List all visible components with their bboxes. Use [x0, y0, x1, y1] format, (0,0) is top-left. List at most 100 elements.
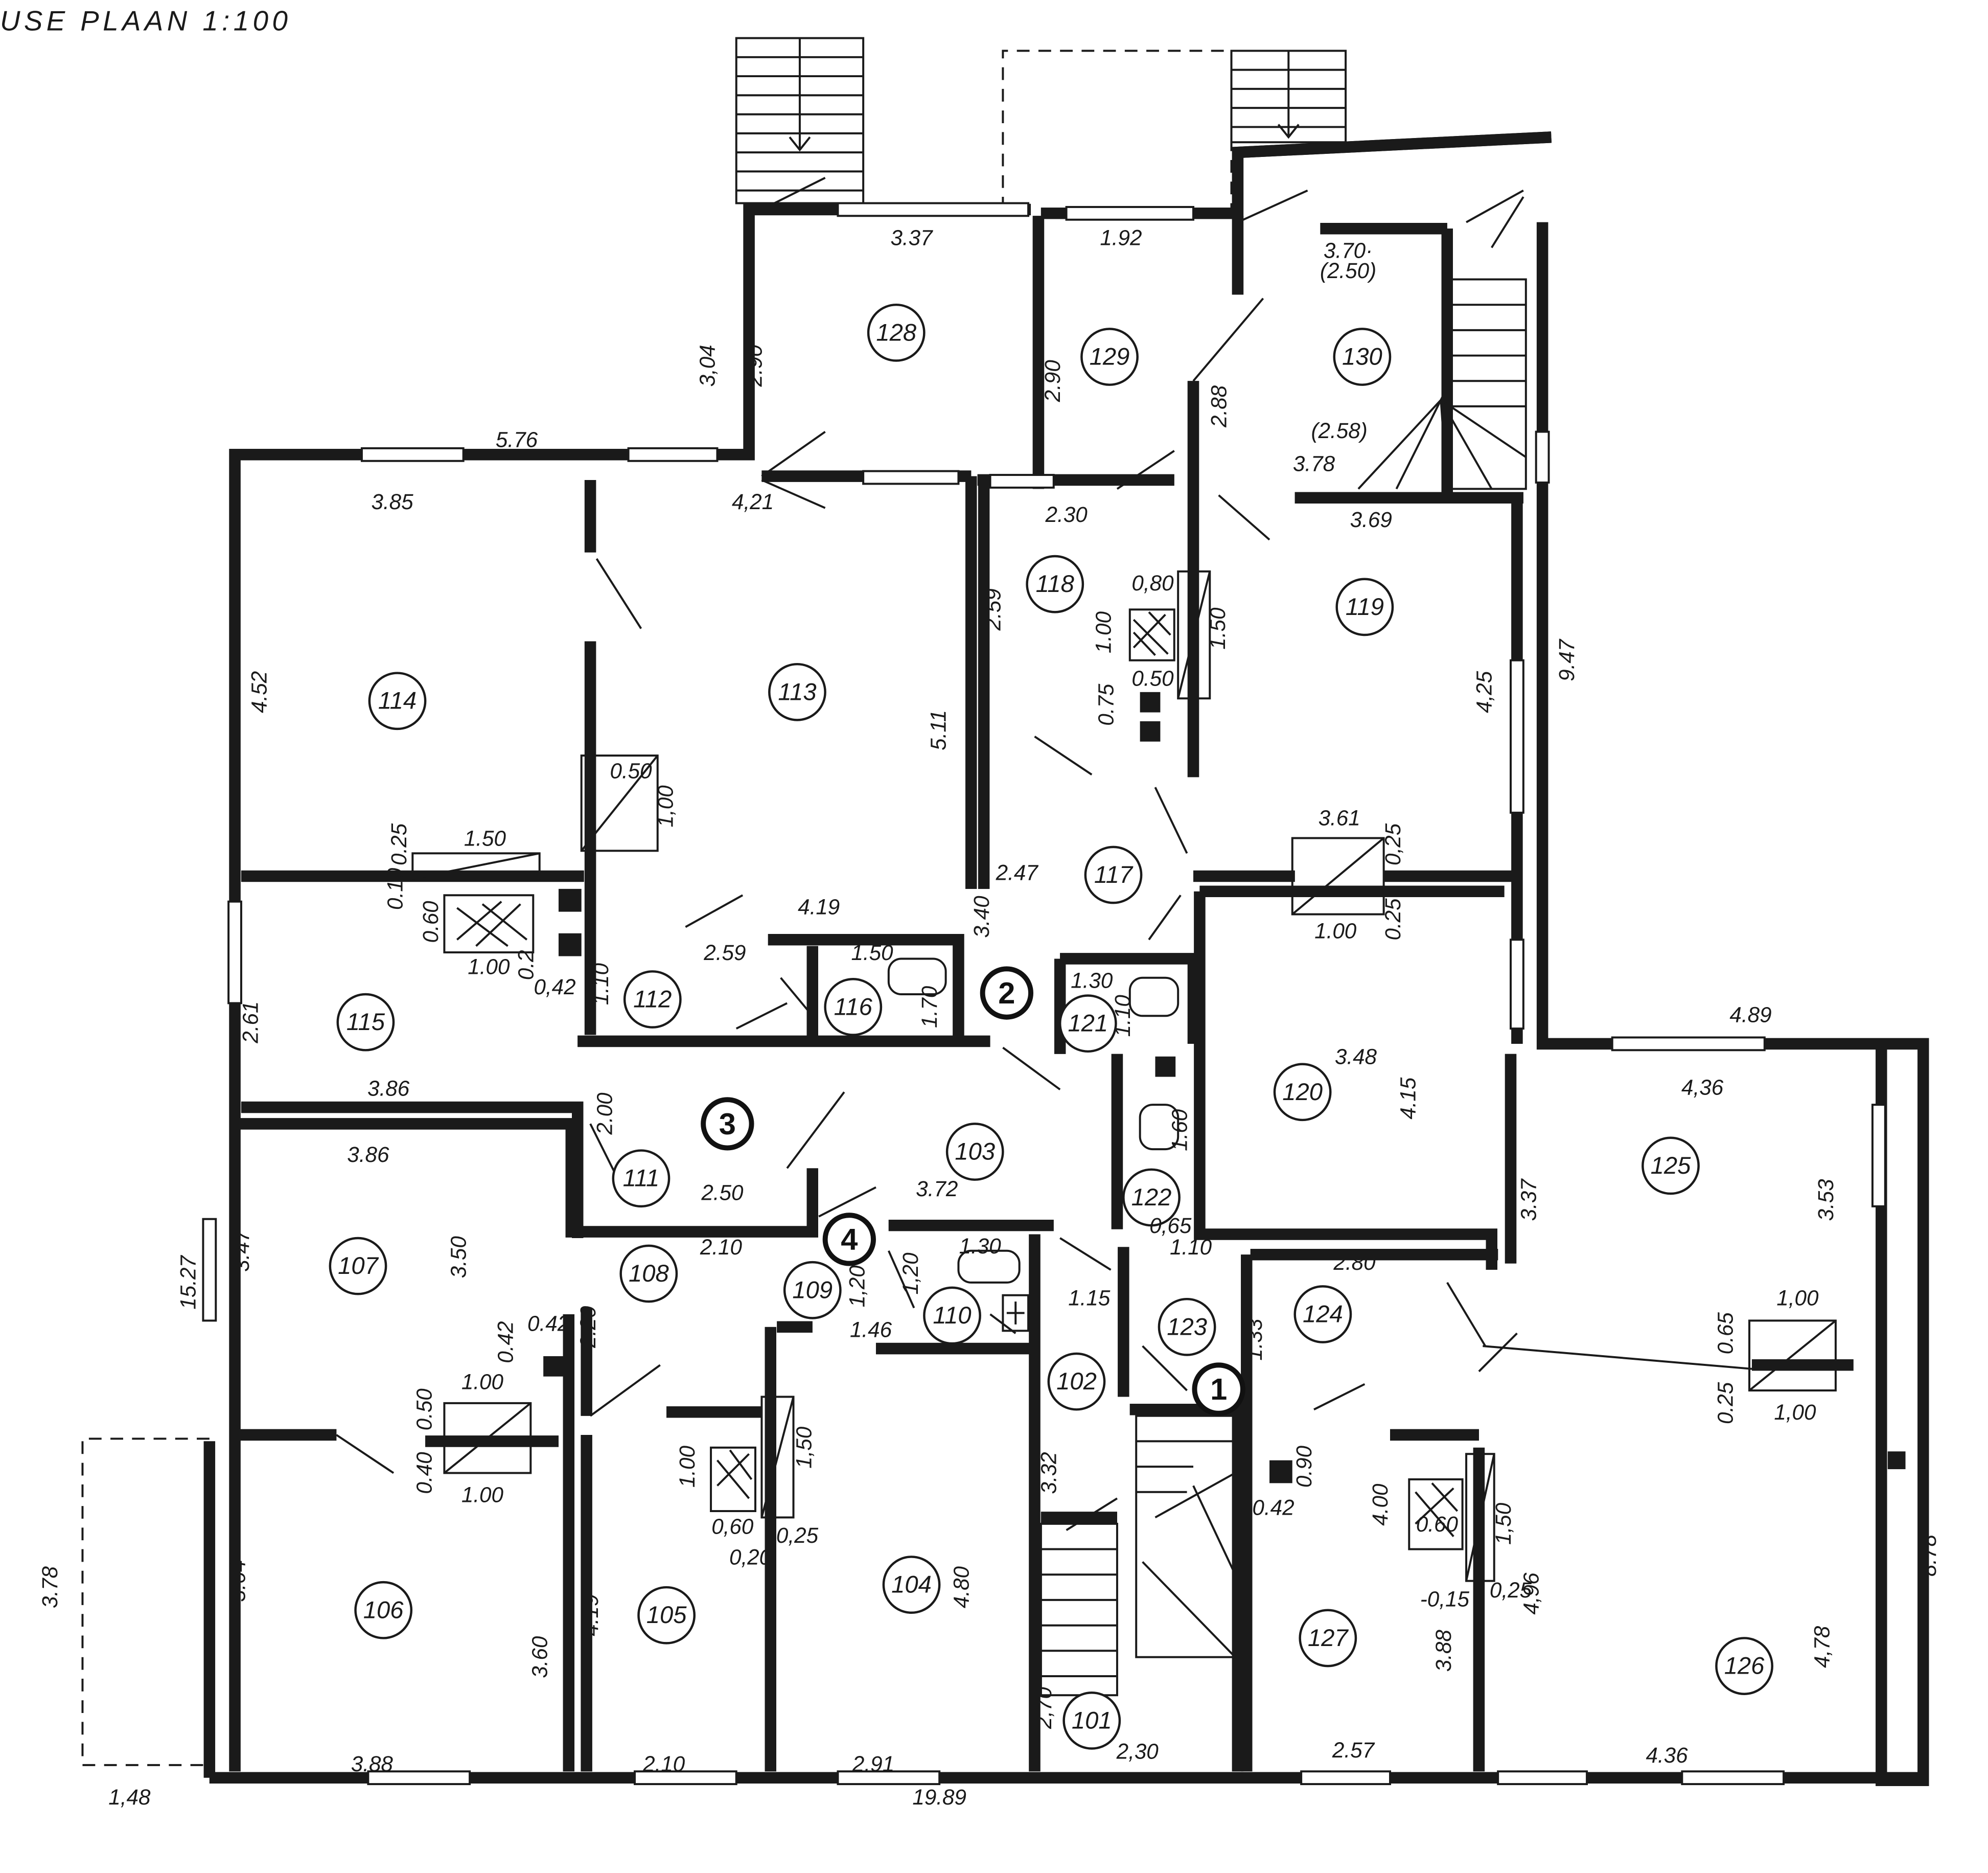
dimension-label: 1.50	[464, 826, 506, 850]
dimension-label: 1.10	[1170, 1235, 1212, 1259]
dimension-label: 1.00	[461, 1483, 504, 1507]
room-109: 109	[783, 1261, 842, 1319]
dimension-label: 3.85	[371, 490, 413, 514]
room-111: 111	[612, 1149, 671, 1208]
room-circle	[368, 672, 427, 730]
dimension-label: 0,65	[1149, 1214, 1192, 1238]
dimension-label: 2,30	[1116, 1739, 1159, 1763]
dimension-label: 4.15	[1396, 1077, 1420, 1120]
room-number: 114	[378, 688, 417, 715]
room-circle	[623, 970, 682, 1029]
room-106: 106	[354, 1581, 413, 1639]
room-circle	[783, 1261, 842, 1319]
dimension-label: 0.42	[1252, 1495, 1294, 1519]
room-number: 119	[1346, 593, 1384, 621]
room-number: 128	[876, 319, 916, 346]
room-circle	[354, 1581, 413, 1639]
dimension-label: 4.00	[1368, 1483, 1392, 1526]
room-103: 103	[945, 1123, 1004, 1181]
room-number: 117	[1094, 861, 1134, 888]
room-114: 114	[368, 672, 427, 730]
room-125: 125	[1642, 1136, 1700, 1195]
dimension-label: 3.37	[1517, 1178, 1541, 1221]
dimension-label: 0.60	[419, 901, 443, 943]
dimension-label: 3.72	[916, 1177, 958, 1201]
room-number: 127	[1308, 1625, 1349, 1652]
room-circle	[1062, 1692, 1121, 1750]
room-circle	[329, 1237, 387, 1295]
room-circle	[1715, 1637, 1773, 1695]
dimension-label: 3.53	[1814, 1179, 1838, 1221]
dimension-label: 0.75	[1094, 683, 1118, 726]
dimension-label: 2.90	[1041, 360, 1065, 403]
dimension-label: 9.47	[1555, 638, 1579, 681]
dimension-label: 2.20	[576, 1306, 600, 1349]
room-105: 105	[637, 1586, 696, 1644]
dimension-label: 3.61	[1319, 806, 1360, 830]
room-circle	[1084, 846, 1143, 904]
room-number: 108	[629, 1260, 669, 1287]
room-110: 110	[923, 1286, 981, 1345]
room-number: 121	[1068, 1010, 1108, 1037]
dimension-label: 0,80	[1131, 571, 1174, 595]
dimension-label: (2.50)	[1320, 259, 1376, 283]
dimension-label: 0,25	[776, 1523, 819, 1547]
dimension-label: (2.58)	[1311, 419, 1368, 443]
dimension-label: 0.50	[412, 1388, 436, 1431]
stairs-main	[1135, 1414, 1236, 1658]
room-circle	[619, 1244, 678, 1303]
dimension-label: 3.86	[367, 1077, 410, 1101]
dimension-label: 2.88	[1207, 385, 1231, 428]
room-number: 104	[891, 1571, 932, 1598]
dimension-label: -0,15	[1420, 1587, 1470, 1611]
dimension-label: 3.88	[1431, 1630, 1455, 1672]
dimension-label: 4,36	[1681, 1075, 1724, 1099]
dimension-label: 0,25	[1381, 823, 1405, 865]
dimension-label: 3.69	[1350, 508, 1392, 532]
room-circle	[882, 1556, 941, 1614]
room-number: 125	[1651, 1152, 1691, 1179]
room-129: 129	[1080, 328, 1139, 386]
room-123: 123	[1158, 1297, 1216, 1356]
room-circle	[945, 1123, 1004, 1181]
room-130: 130	[1333, 328, 1392, 386]
room-number: 123	[1167, 1313, 1207, 1340]
dimension-label: 0.25	[1381, 898, 1405, 941]
room-number: 101	[1072, 1707, 1112, 1734]
dimension-label: 3.32	[1037, 1452, 1061, 1494]
dimension-label: 1,48	[108, 1785, 151, 1809]
dimension-label: 1.30	[1071, 969, 1113, 993]
dimension-label: 3.48	[1335, 1045, 1377, 1069]
dimension-label: 0.2	[514, 950, 538, 980]
dimension-label: 1.15	[1068, 1286, 1111, 1310]
plan-title: USE PLAAN 1:100	[0, 6, 291, 37]
entrance-number: 2	[998, 976, 1015, 1010]
room-circle	[637, 1586, 696, 1644]
room-101: 101	[1062, 1692, 1121, 1750]
room-128: 128	[867, 303, 926, 362]
dimension-label: 2.50	[701, 1180, 744, 1204]
dimension-label: 1.50	[1206, 607, 1230, 650]
dimension-label: 3.37	[890, 225, 933, 249]
room-number: 110	[933, 1302, 971, 1329]
room-number: 102	[1056, 1368, 1097, 1395]
entrance-2: 2	[980, 966, 1034, 1020]
room-120: 120	[1273, 1063, 1332, 1122]
room-104: 104	[882, 1556, 941, 1614]
room-112: 112	[623, 970, 682, 1029]
room-number: 111	[623, 1165, 660, 1192]
room-102: 102	[1047, 1352, 1106, 1411]
dimension-label: 1.00	[1092, 611, 1116, 653]
room-number: 122	[1131, 1184, 1172, 1211]
room-113: 113	[768, 663, 826, 721]
room-circle	[1058, 994, 1117, 1053]
room-117: 117	[1084, 846, 1143, 904]
dimension-label: 4.19	[798, 895, 840, 919]
dimension-label: 2.90	[742, 345, 766, 387]
room-127: 127	[1299, 1609, 1357, 1668]
entrance-1: 1	[1192, 1362, 1245, 1416]
room-circle	[1293, 1285, 1352, 1343]
dimension-label: 3.40	[969, 896, 993, 938]
